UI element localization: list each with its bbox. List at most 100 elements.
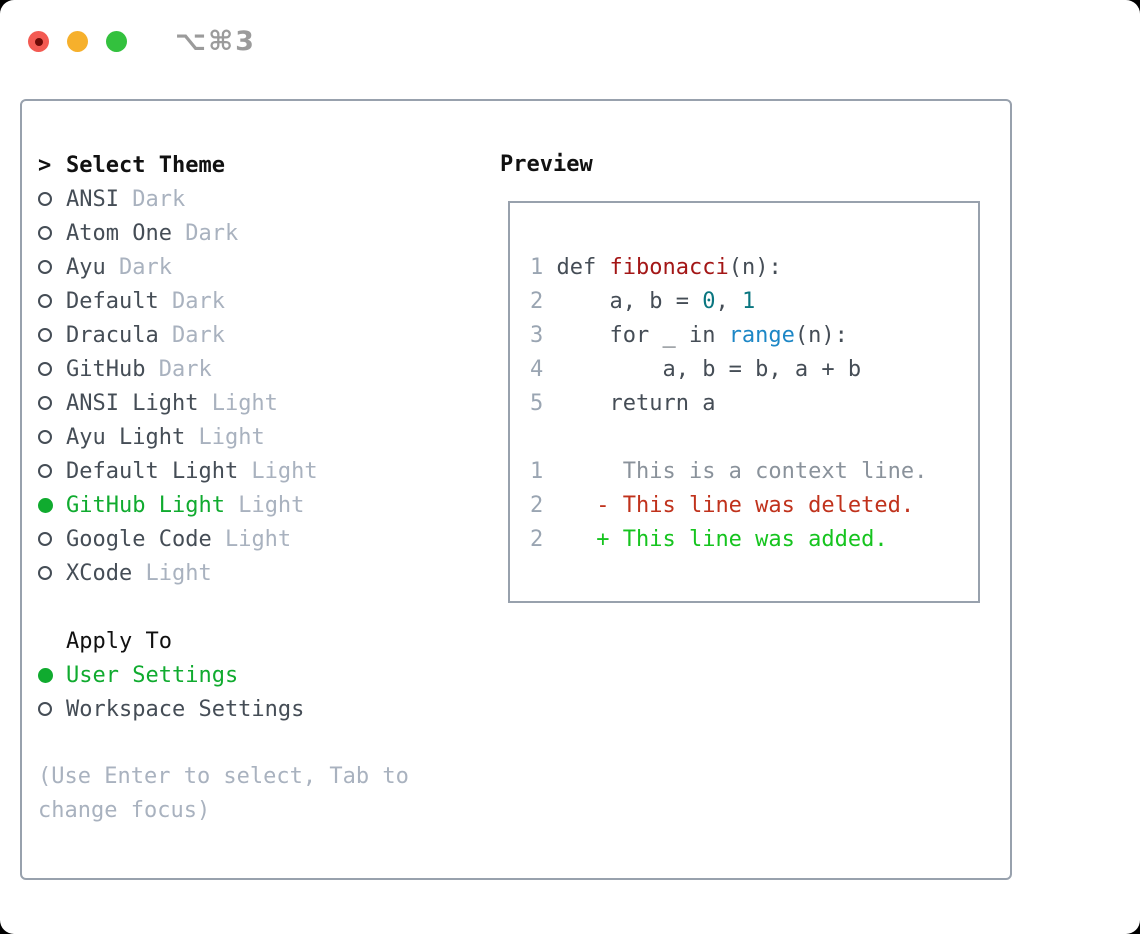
- theme-name: Dracula: [66, 322, 159, 348]
- theme-option-label: ANSI Dark: [66, 187, 185, 212]
- title-bar: ⌥⌘3: [28, 26, 256, 57]
- radio-selected-icon: [38, 497, 53, 513]
- code-token: This is a context line.: [556, 459, 928, 484]
- prompt-icon: >: [38, 152, 52, 178]
- radio-unselected-icon: [38, 192, 52, 206]
- radio-icon: [38, 328, 66, 342]
- radio-icon: [38, 192, 66, 206]
- theme-option[interactable]: Default Dark: [38, 284, 409, 318]
- theme-option[interactable]: Google Code Light: [38, 522, 409, 556]
- zoom-button-icon[interactable]: [106, 31, 127, 52]
- theme-option-label: Dracula Dark: [66, 323, 225, 348]
- code-token: ,: [715, 289, 742, 314]
- apply-to-option-label: User Settings: [66, 663, 238, 688]
- apply-to-header: Apply To: [38, 624, 409, 658]
- keyboard-hint-line: change focus): [38, 798, 211, 823]
- window-shortcut-label: ⌥⌘3: [175, 26, 256, 57]
- radio-icon: [38, 702, 66, 716]
- theme-name: Ayu Light: [66, 424, 186, 450]
- radio-icon: [38, 532, 66, 546]
- code-token: a, b =: [556, 289, 703, 314]
- theme-variant-label: Dark: [158, 288, 225, 314]
- theme-variant-label: Light: [211, 526, 292, 552]
- theme-option-label: Atom One Dark: [66, 221, 238, 246]
- line-number: [530, 425, 543, 450]
- theme-option-label: ANSI Light Light: [66, 391, 278, 416]
- theme-variant-label: Light: [132, 560, 212, 586]
- theme-variant-label: Dark: [145, 356, 212, 382]
- code-token: 0: [702, 289, 716, 314]
- radio-icon: [38, 667, 66, 683]
- line-number: 2: [530, 493, 557, 518]
- theme-option-label: GitHub Dark: [66, 357, 212, 382]
- theme-option-label: Default Dark: [66, 289, 225, 314]
- theme-option[interactable]: GitHub Light Light: [38, 488, 409, 522]
- radio-unselected-icon: [38, 566, 52, 580]
- theme-variant-label: Light: [238, 458, 318, 484]
- theme-name: XCode: [66, 560, 133, 586]
- radio-unselected-icon: [38, 464, 52, 478]
- radio-unselected-icon: [38, 362, 52, 376]
- minimize-button-icon[interactable]: [67, 31, 88, 52]
- theme-name: GitHub: [66, 356, 146, 382]
- theme-option-label: XCode Light: [66, 561, 212, 586]
- radio-icon: [38, 226, 66, 240]
- radio-icon: [38, 430, 66, 444]
- radio-unselected-icon: [38, 396, 52, 410]
- theme-option-label: Ayu Dark: [66, 255, 172, 280]
- theme-variant-label: Dark: [171, 220, 239, 246]
- preview-code-line: 5 return a: [530, 387, 978, 421]
- radio-icon: [38, 294, 66, 308]
- select-theme-header: > Select Theme: [38, 148, 409, 182]
- theme-name: Ayu: [66, 254, 106, 280]
- spacer: [38, 726, 409, 760]
- preview-code-line: 1 def fibonacci(n):: [530, 251, 978, 285]
- code-token: + This line was added.: [556, 527, 888, 552]
- theme-name: Google Code: [66, 526, 212, 552]
- code-token: return a: [556, 391, 716, 416]
- theme-option[interactable]: ANSI Light Light: [38, 386, 409, 420]
- theme-option[interactable]: XCode Light: [38, 556, 409, 590]
- code-token: a, b = b, a + b: [556, 357, 862, 382]
- apply-to-option[interactable]: User Settings: [38, 658, 409, 692]
- radio-icon: [38, 362, 66, 376]
- radio-unselected-icon: [38, 226, 52, 240]
- code-token: fibonacci: [609, 255, 729, 280]
- apply-to-option[interactable]: Workspace Settings: [38, 692, 409, 726]
- preview-code-line: 2 + This line was added.: [530, 523, 978, 557]
- theme-variant-label: Dark: [118, 186, 186, 212]
- code-token: - This line was deleted.: [556, 493, 915, 518]
- theme-option[interactable]: Atom One Dark: [38, 216, 409, 250]
- radio-icon: [38, 497, 66, 513]
- theme-option[interactable]: Dracula Dark: [38, 318, 409, 352]
- apply-to-title: Apply To: [66, 628, 172, 654]
- theme-name: ANSI: [66, 186, 119, 212]
- radio-unselected-icon: [38, 532, 52, 546]
- theme-option-label: Ayu Light Light: [66, 425, 265, 450]
- theme-option[interactable]: Ayu Light Light: [38, 420, 409, 454]
- radio-unselected-icon: [38, 260, 52, 274]
- theme-option[interactable]: Ayu Dark: [38, 250, 409, 284]
- preview-code-line: 3 for _ in range(n):: [530, 319, 978, 353]
- preview-title: Preview: [500, 152, 593, 177]
- theme-name: Atom One: [66, 220, 172, 246]
- close-button-icon[interactable]: [28, 31, 49, 52]
- code-token: for _ in: [556, 323, 729, 348]
- line-number: 3: [530, 323, 557, 348]
- preview-code-line: 2 - This line was deleted.: [530, 489, 978, 523]
- theme-option-label: Google Code Light: [66, 527, 291, 552]
- apply-to-option-label: Workspace Settings: [66, 697, 304, 722]
- apply-to-name: User Settings: [66, 662, 239, 688]
- code-token: def: [556, 255, 610, 280]
- theme-option[interactable]: ANSI Dark: [38, 182, 409, 216]
- theme-option[interactable]: GitHub Dark: [38, 352, 409, 386]
- theme-option[interactable]: Default Light Light: [38, 454, 409, 488]
- theme-variant-label: Light: [224, 492, 305, 518]
- preview-code-line: [530, 421, 978, 455]
- preview-code-line: 1 This is a context line.: [530, 455, 978, 489]
